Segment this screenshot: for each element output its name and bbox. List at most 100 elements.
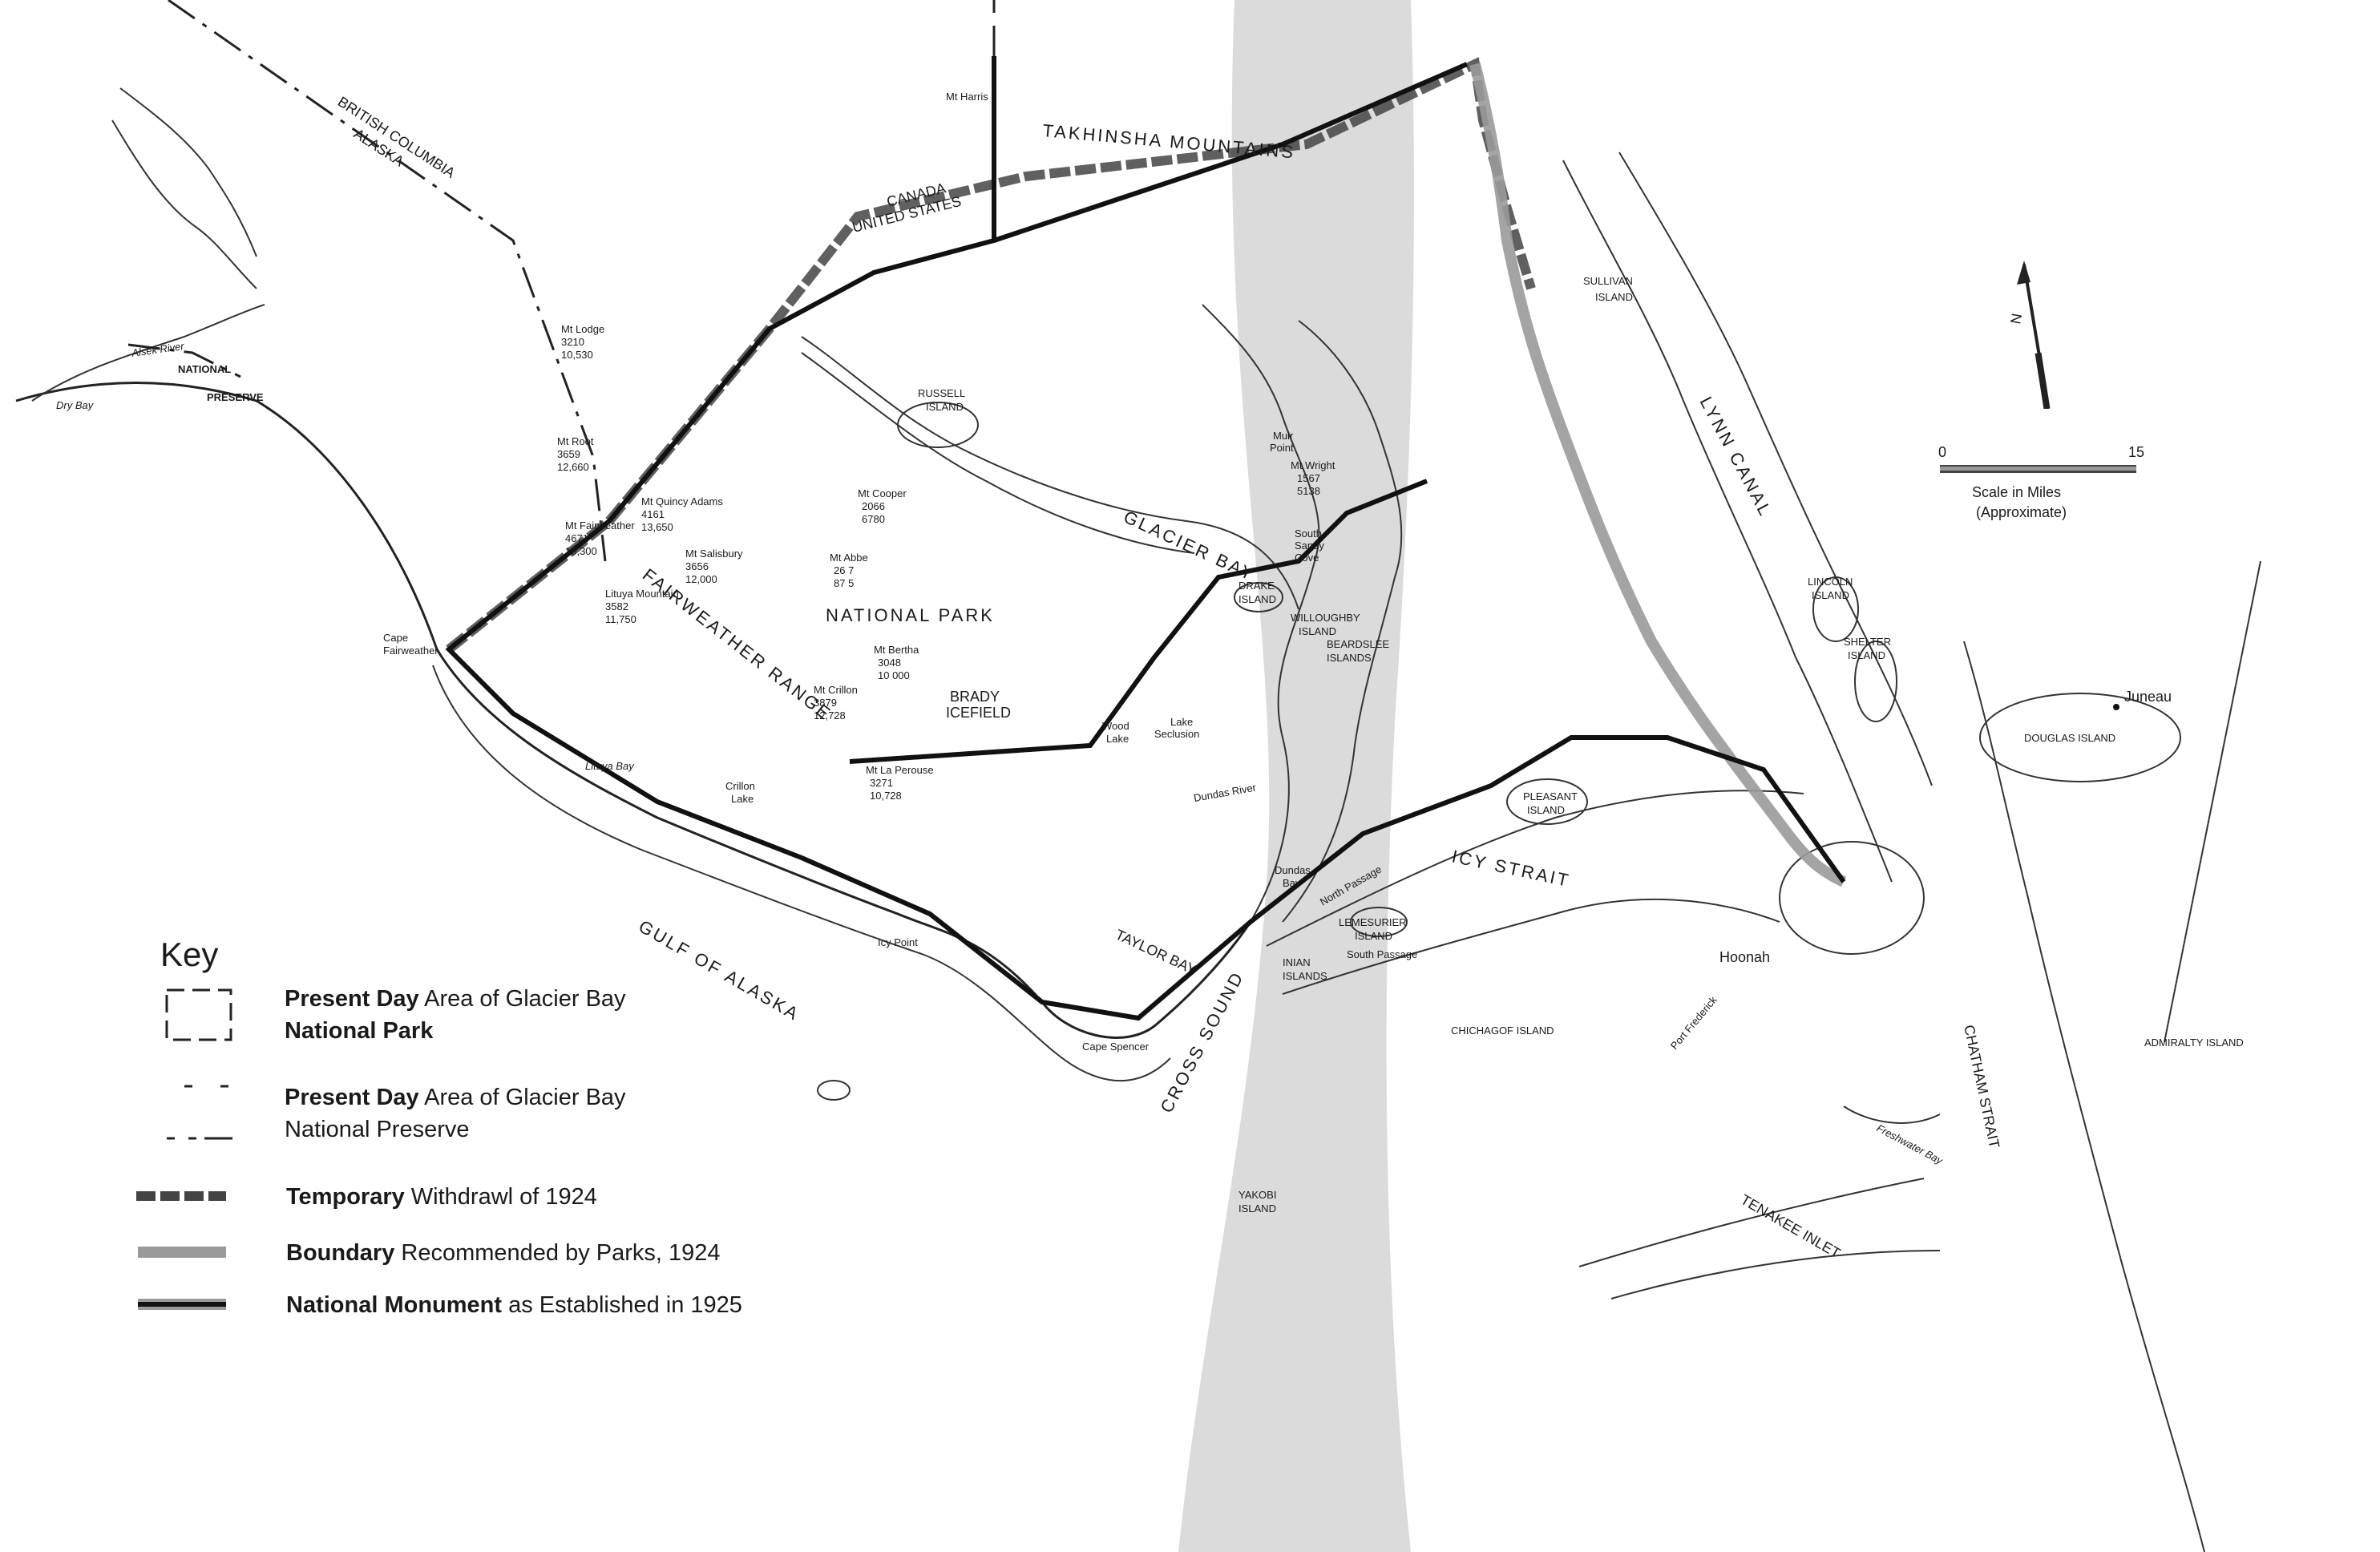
label-preserve: PRESERVE: [207, 391, 264, 403]
label-glacier-bay: GLACIER BAY: [1121, 507, 1259, 585]
svg-text:12,728: 12,728: [814, 709, 846, 721]
shaded-band: [1178, 0, 1414, 1552]
svg-text:3656: 3656: [685, 560, 709, 572]
north-label: N: [2007, 312, 2025, 325]
svg-text:3582: 3582: [605, 600, 628, 612]
svg-text:Present Day Area of Glacier Ba: Present Day Area of Glacier Bay: [285, 986, 626, 1012]
label-willoughby-2: ISLAND: [1299, 625, 1336, 637]
legend-title: Key: [160, 936, 218, 973]
pleasant-island-shape: [1506, 778, 1588, 825]
label-lincoln-1: LINCOLN: [1808, 576, 1853, 588]
legend-item-parks-1924-bold: Boundary: [286, 1240, 394, 1266]
label-south-sandy-cove-3: Cove: [1295, 552, 1319, 564]
russell-island-shape: [897, 402, 979, 448]
label-dundas-bay-1: Dundas: [1275, 864, 1311, 876]
label-lake-seclusion-2: Seclusion: [1154, 728, 1199, 740]
label-russell-1: RUSSELL: [918, 387, 965, 399]
label-shelter-2: ISLAND: [1848, 649, 1885, 661]
svg-text:3659: 3659: [557, 448, 580, 460]
svg-text:Mt Lodge: Mt Lodge: [561, 323, 604, 335]
label-national: NATIONAL: [178, 363, 231, 375]
scale-zero: 0: [1938, 444, 1946, 460]
label-beardslee-2: ISLANDS: [1327, 652, 1372, 664]
label-inian-2: ISLANDS: [1283, 970, 1327, 982]
svg-text:15,300: 15,300: [565, 545, 597, 557]
label-cape-spencer: Cape Spencer: [1082, 1041, 1150, 1053]
label-south-sandy-cove-1: South: [1295, 527, 1322, 540]
scale-label-1: Scale in Miles: [1972, 484, 2061, 500]
svg-text:10,728: 10,728: [870, 790, 902, 802]
label-south-sandy-cove-2: Sandy: [1295, 540, 1324, 552]
scale-bar: 0 15 Scale in Miles (Approximate): [1938, 444, 2144, 520]
label-douglas-island: DOUGLAS ISLAND: [2024, 732, 2115, 744]
label-cape-fairweather-2: Fairweather: [383, 645, 438, 657]
drake-island-shape: [1234, 582, 1283, 612]
label-crillon-lake-2: Lake: [731, 793, 754, 805]
label-brady: BRADY: [950, 689, 1000, 705]
svg-text:National Monument as Establish: National Monument as Established in 1925: [286, 1292, 742, 1318]
label-sullivan-2: ISLAND: [1595, 291, 1633, 303]
svg-text:Present Day Area of Glacier Ba: Present Day Area of Glacier Bay: [285, 1085, 626, 1110]
svg-text:1567: 1567: [1297, 472, 1320, 484]
label-south-passage: South Passage: [1347, 948, 1417, 960]
label-chichagof-island: CHICHAGOF ISLAND: [1451, 1025, 1554, 1037]
label-dundas-bay-2: Bay: [1283, 877, 1301, 889]
svg-text:Mt Abbe: Mt Abbe: [830, 552, 868, 564]
legend-item-temporary-rest: Withdrawl of 1924: [405, 1184, 597, 1210]
svg-text:3210: 3210: [561, 336, 584, 348]
legend-item-park-bold: Present Day: [285, 986, 419, 1012]
legend-item-parks-1924: Boundary Recommended by Parks, 1924: [138, 1240, 721, 1266]
label-mt-harris: Mt Harris: [946, 91, 988, 103]
label-port-frederick: Port Frederick: [1668, 993, 1719, 1052]
svg-text:12,000: 12,000: [685, 573, 717, 585]
svg-text:12,660: 12,660: [557, 461, 589, 473]
islands: [817, 402, 2181, 1101]
legend: Key Present Day Area of Glacier Bay Nati…: [136, 936, 742, 1318]
legend-item-temporary: Temporary Withdrawl of 1924: [136, 1184, 597, 1210]
svg-text:2066: 2066: [862, 500, 885, 512]
label-inian-1: INIAN: [1283, 956, 1311, 968]
lemesurier-island-shape: [1350, 907, 1408, 937]
legend-item-park-rest: Area of Glacier Bay: [419, 986, 626, 1012]
svg-text:10 000: 10 000: [878, 669, 910, 681]
chichagof-east-shape: [1779, 841, 1925, 955]
legend-item-monument-1925: National Monument as Established in 1925: [138, 1292, 742, 1318]
inland-waters: [801, 152, 2261, 1552]
shelter-island-shape: [1854, 641, 1897, 722]
island-labels: SULLIVAN ISLAND RUSSELL ISLAND DRAKE ISL…: [918, 275, 2244, 1215]
label-icy-strait: ICY STRAIT: [1450, 846, 1573, 891]
legend-item-monument-1925-rest: as Established in 1925: [502, 1292, 742, 1318]
label-wood-lake-2: Lake: [1106, 733, 1129, 745]
svg-text:4161: 4161: [641, 508, 665, 520]
label-taylor-bay: TAYLOR BAY: [1113, 926, 1198, 977]
legend-item-parks-1924-rest: Recommended by Parks, 1924: [394, 1240, 720, 1266]
svg-text:13,650: 13,650: [641, 521, 673, 533]
label-yakobi-1: YAKOBI: [1238, 1189, 1276, 1201]
svg-text:Boundary Recommended by Parks,: Boundary Recommended by Parks, 1924: [286, 1240, 721, 1266]
label-alsek-river: Alsek River: [130, 340, 185, 359]
legend-item-temporary-bold: Temporary: [286, 1184, 405, 1210]
svg-text:87 5: 87 5: [834, 577, 854, 589]
scale-fifteen: 15: [2128, 444, 2144, 460]
label-beardslee-1: BEARDSLEE: [1327, 638, 1389, 650]
douglas-island-shape: [1979, 693, 2181, 782]
svg-text:Mt Bertha: Mt Bertha: [874, 644, 919, 656]
svg-text:3879: 3879: [814, 697, 837, 709]
svg-text:10,530: 10,530: [561, 349, 593, 361]
svg-text:Mt Wright: Mt Wright: [1291, 459, 1335, 471]
label-icefield: ICEFIELD: [946, 705, 1011, 721]
legend-item-park-line2: National Park: [285, 1018, 434, 1044]
svg-text:Mt Root: Mt Root: [557, 435, 594, 447]
north-arrow: N: [2007, 261, 2051, 410]
